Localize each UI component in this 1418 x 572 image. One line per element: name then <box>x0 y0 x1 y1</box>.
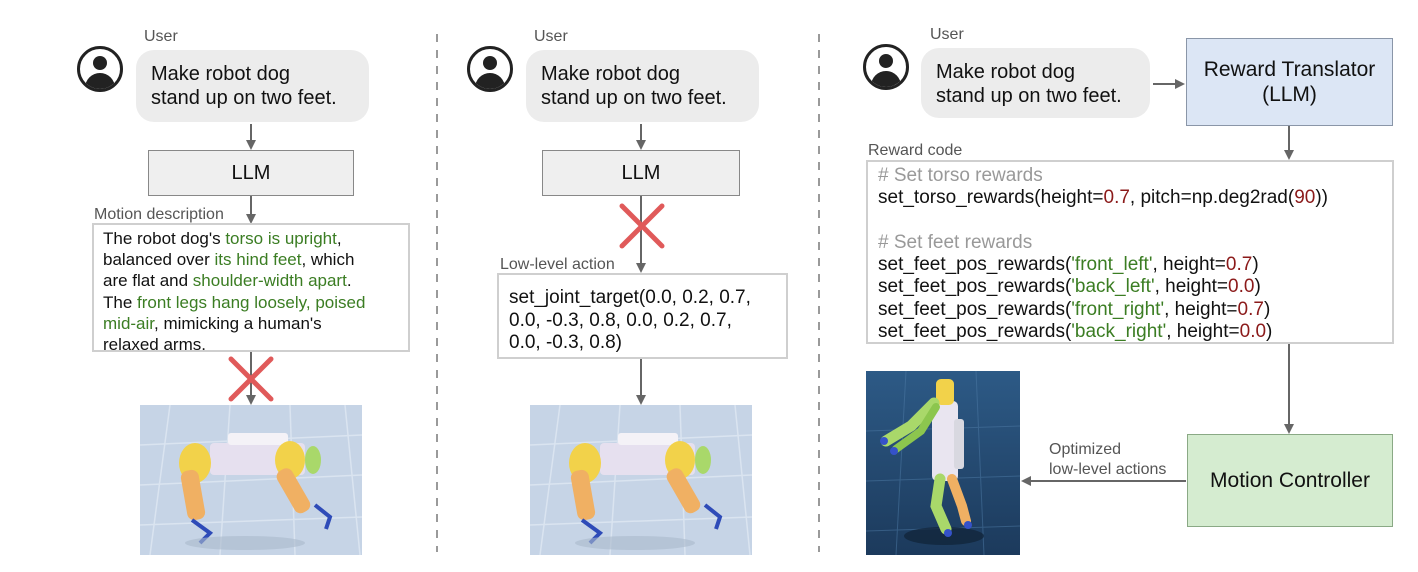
user-avatar-icon <box>467 46 513 92</box>
robot-dog-image <box>140 405 362 555</box>
optimized-actions-label: Optimized low-level actions <box>1049 441 1167 478</box>
low-level-action-box: set_joint_target(0.0, 0.2, 0.7, 0.0, -0.… <box>497 273 788 359</box>
cross-icon <box>228 356 274 402</box>
user-prompt-bubble: Make robot dog stand up on two feet. <box>921 48 1150 118</box>
cross-icon <box>619 203 665 249</box>
standing-robot-image <box>866 371 1020 555</box>
reward-translator-box: Reward Translator (LLM) <box>1186 38 1393 126</box>
reward-code-box: # Set torso rewards set_torso_rewards(he… <box>866 160 1394 344</box>
motion-description-box: The robot dog's torso is upright, balanc… <box>92 223 410 354</box>
low-level-action-label: Low-level action <box>500 256 615 273</box>
reward-code-label: Reward code <box>868 142 963 159</box>
motion-controller-box: Motion Controller <box>1187 434 1393 527</box>
robot-dog-image <box>530 405 752 555</box>
user-prompt-bubble: Make robot dog stand up on two feet. <box>526 50 759 122</box>
user-label: User <box>144 28 178 45</box>
user-label: User <box>930 26 964 43</box>
user-avatar-icon <box>863 44 909 90</box>
user-prompt-bubble: Make robot dog stand up on two feet. <box>136 50 369 122</box>
user-label: User <box>534 28 568 45</box>
llm-box: LLM <box>148 150 354 196</box>
llm-box: LLM <box>542 150 740 196</box>
motion-description-label: Motion description <box>94 206 224 223</box>
user-avatar-icon <box>77 46 123 92</box>
